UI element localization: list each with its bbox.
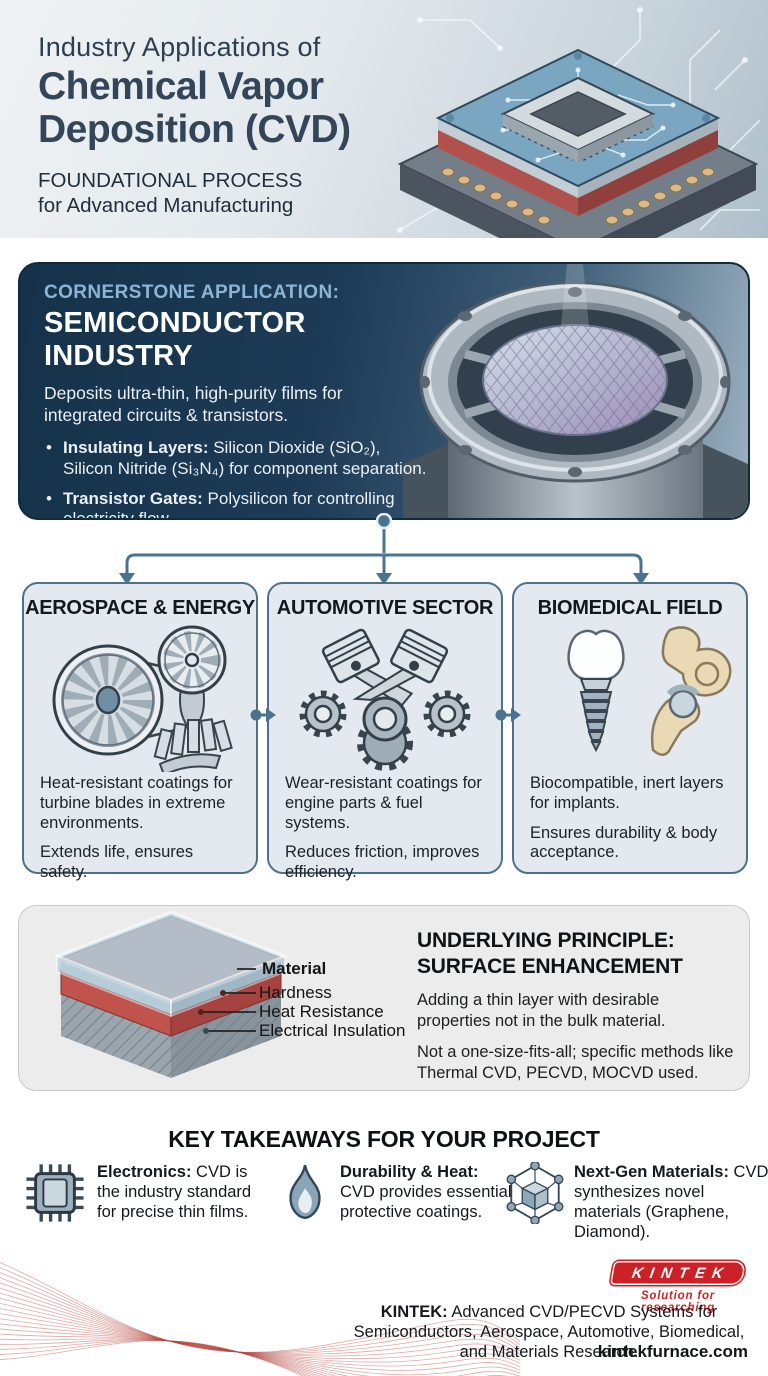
footer-desc-lead: KINTEK:	[380, 1303, 448, 1321]
card-text: Biocompatible, inert layers for implants…	[514, 772, 746, 863]
card-text: Heat-resistant coatings for turbine blad…	[24, 772, 256, 883]
panel-kicker: CORNERSTONE APPLICATION:	[44, 282, 340, 303]
bullet-lead: Transistor Gates:	[63, 488, 203, 508]
microchip-illustration	[397, 48, 759, 238]
card-paragraph-1: Wear-resistant coatings for engine parts…	[285, 774, 482, 832]
takeaway-text: Next-Gen Materials: CVD synthesizes nove…	[574, 1162, 768, 1243]
turbine-engine-icon	[24, 622, 256, 772]
footer-description: KINTEK: Advanced CVD/PECVD Systems for S…	[346, 1302, 752, 1362]
card-paragraph-2: Reduces friction, improves efficiency.	[285, 843, 480, 882]
footer-desc-rest: Advanced CVD/PECVD Systems for Semicondu…	[353, 1303, 745, 1362]
branch-connector	[119, 513, 649, 585]
card-title: AEROSPACE & ENERGY	[25, 597, 255, 619]
bullet-insulating-layers: Insulating Layers: Silicon Dioxide (SiO₂…	[44, 438, 432, 480]
principle-paragraph-2: Not a one-size-fits-all; specific method…	[417, 1043, 734, 1083]
card-connector-2	[495, 708, 521, 722]
wafer-chamber-illustration	[403, 264, 748, 518]
card-paragraph-2: Ensures durability & body acceptance.	[530, 823, 718, 862]
kintek-logo-text: KINTEK	[630, 1264, 732, 1282]
principle-title-line-2: SURFACE ENHANCEMENT	[417, 954, 683, 978]
bullet-transistor-gates: Transistor Gates: Polysilicon for contro…	[44, 488, 432, 520]
semiconductor-panel: CORNERSTONE APPLICATION: SEMICONDUCTOR I…	[18, 262, 750, 520]
panel-bullet-list: Insulating Layers: Silicon Dioxide (SiO₂…	[44, 438, 436, 520]
takeaway-text: Electronics: CVD is the industry standar…	[97, 1162, 259, 1222]
principle-text-block: UNDERLYING PRINCIPLE: SURFACE ENHANCEMEN…	[417, 928, 735, 1084]
principle-paragraph-1: Adding a thin layer with desirable prope…	[417, 991, 666, 1030]
takeaway-lead: Next-Gen Materials:	[574, 1163, 729, 1181]
semiconductor-text-block: CORNERSTONE APPLICATION: SEMICONDUCTOR I…	[44, 282, 436, 520]
layer-label-heat-resistance: Heat Resistance	[259, 1002, 384, 1021]
footer-website: kintekfurnace.com	[597, 1342, 748, 1361]
bullet-rest: Silicon Dioxide (SiO₂), Silicon Nitride …	[63, 437, 427, 478]
takeaway-rest: CVD provides essential protective coatin…	[340, 1183, 512, 1222]
card-aerospace-energy: AEROSPACE & ENERGY	[22, 582, 258, 881]
bullet-rest: Polysilicon for controlling electricity …	[63, 488, 395, 520]
title-line-2: Deposition (CVD)	[38, 107, 351, 151]
card-paragraph-2: Extends life, ensures safety.	[40, 843, 194, 882]
wave-lines-decor	[0, 1262, 520, 1376]
principle-title: UNDERLYING PRINCIPLE: SURFACE ENHANCEMEN…	[417, 928, 735, 979]
takeaways-title: KEY TAKEAWAYS FOR YOUR PROJECT	[168, 1126, 600, 1152]
bullet-lead: Insulating Layers:	[63, 437, 209, 457]
header-title-block: Industry Applications of Chemical Vapor …	[38, 32, 351, 218]
layer-label-material: Material	[262, 959, 327, 978]
takeaway-next-gen-materials: Next-Gen Materials: CVD synthesizes nove…	[506, 1162, 768, 1243]
title-line-1: Chemical Vapor	[38, 65, 324, 108]
takeaway-lead: Durability & Heat:	[340, 1163, 479, 1181]
takeaway-electronics: Electronics: CVD is the industry standar…	[24, 1162, 259, 1224]
header-section: Industry Applications of Chemical Vapor …	[0, 0, 768, 238]
kintek-logo: KINTEK	[609, 1261, 747, 1285]
page-subtitle: FOUNDATIONAL PROCESS for Advanced Manufa…	[38, 168, 351, 218]
card-title: BIOMEDICAL FIELD	[537, 597, 723, 619]
card-text: Wear-resistant coatings for engine parts…	[269, 772, 501, 883]
implant-hip-icon	[514, 622, 746, 772]
layer-label-electrical-insulation: Electrical Insulation	[259, 1021, 406, 1040]
flame-icon	[289, 1164, 321, 1220]
card-paragraph-1: Heat-resistant coatings for turbine blad…	[40, 774, 233, 832]
takeaway-rest: CVD synthesizes novel materials (Graphen…	[574, 1163, 768, 1242]
panel-intro: Deposits ultra-thin, high-purity films f…	[44, 383, 343, 425]
layer-label-hardness: Hardness	[259, 983, 332, 1002]
subtitle-line-1: FOUNDATIONAL PROCESS	[38, 168, 303, 192]
title-line-small: Industry Applications of	[38, 32, 321, 62]
principle-section: Material Hardness Heat Resistance Electr…	[18, 905, 750, 1091]
chip-icon	[26, 1164, 84, 1222]
card-automotive-sector: AUTOMOTIVE SECTOR	[267, 582, 503, 881]
card-biomedical-field: BIOMEDICAL FIELD B	[512, 582, 748, 874]
takeaway-rest: CVD is the industry standard for precise…	[97, 1163, 252, 1222]
card-connector-1	[250, 708, 276, 722]
molecule-icon	[506, 1162, 564, 1224]
card-paragraph-1: Biocompatible, inert layers for implants…	[530, 774, 724, 812]
takeaway-text: Durability & Heat: CVD provides essentia…	[340, 1162, 512, 1222]
page-title: Chemical Vapor Deposition (CVD)	[38, 65, 351, 152]
takeaway-lead: Electronics:	[97, 1163, 192, 1181]
kintek-tagline: Solution for researching	[640, 1290, 716, 1314]
principle-title-line-1: UNDERLYING PRINCIPLE:	[417, 929, 675, 952]
panel-title: SEMICONDUCTOR INDUSTRY	[44, 307, 306, 372]
pistons-gears-icon	[269, 622, 501, 772]
subtitle-line-2: for Advanced Manufacturing	[38, 193, 294, 217]
takeaway-durability-heat: Durability & Heat: CVD provides essentia…	[282, 1162, 512, 1224]
card-title: AUTOMOTIVE SECTOR	[276, 597, 494, 619]
coating-layers-diagram	[53, 910, 289, 1078]
